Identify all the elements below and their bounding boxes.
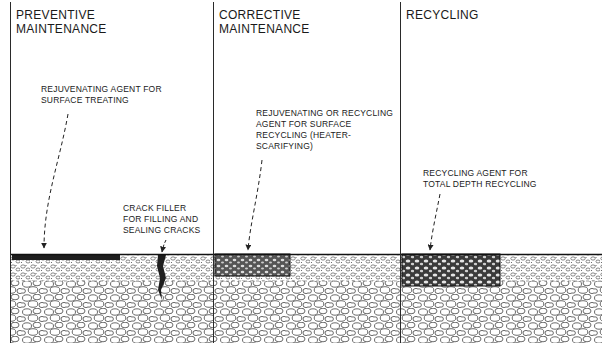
base-course [10, 255, 602, 343]
callout-label: CRACK FILLER FOR FILLING AND SEALING CRA… [122, 203, 208, 236]
pavement-surface [10, 254, 602, 256]
panel-heading: CORRECTIVE MAINTENANCE [219, 8, 339, 36]
surface-course [10, 255, 602, 281]
callout-label: REJUVENATING AGENT FOR SURFACE TREATING [40, 84, 164, 106]
leader-line [162, 240, 166, 252]
leader-line [248, 160, 262, 250]
surface-course-ground [10, 255, 602, 281]
callout-label: RECYCLING AGENT FOR TOTAL DEPTH RECYCLIN… [422, 168, 548, 190]
surface-recycled-layer [215, 254, 290, 276]
callout-label: REJUVENATING OR RECYCLING AGENT FOR SURF… [255, 108, 399, 152]
maintenance-panel: CORRECTIVE MAINTENANCE [213, 2, 400, 343]
filled-crack [157, 255, 166, 300]
panel-heading: RECYCLING [406, 8, 526, 22]
leader-line [430, 194, 440, 250]
layer-boundary [10, 281, 602, 282]
maintenance-panel: PREVENTIVE MAINTENANCE [10, 2, 213, 343]
leader-line [44, 114, 68, 248]
total-depth-recycled-layer [402, 254, 500, 286]
panel-heading: PREVENTIVE MAINTENANCE [16, 8, 136, 36]
